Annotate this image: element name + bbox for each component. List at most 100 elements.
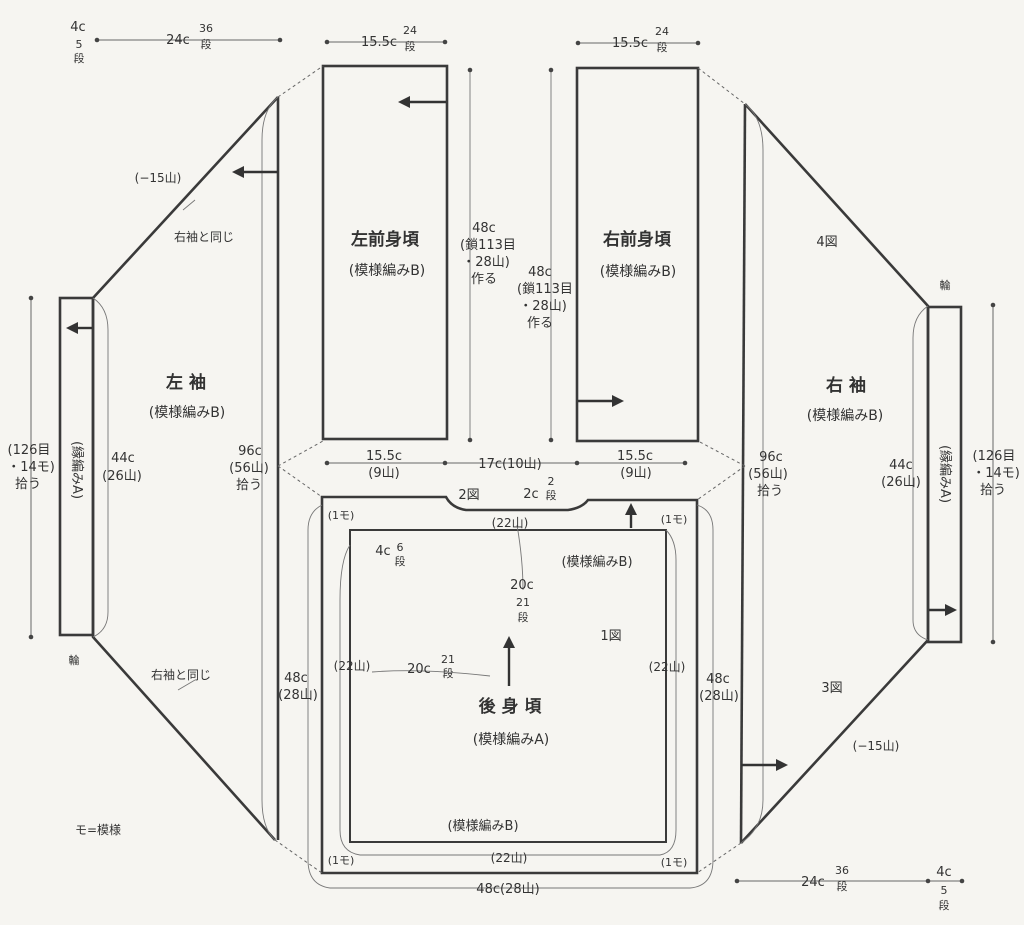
sleeve-right-2: (56山) — [748, 467, 788, 482]
top-155-right: 15.5c — [612, 36, 648, 51]
top-dan-a: 段 — [74, 51, 85, 65]
left-sleeve-title: 左 袖 — [166, 372, 206, 393]
inner-22-left: (22山) — [334, 659, 371, 673]
leader-left-bottom — [177, 679, 196, 691]
right-front-title: 右前身頃 — [603, 229, 672, 250]
pick-right-3: 拾う — [980, 483, 1006, 498]
pattern-b-bottom: (模様編みB) — [447, 818, 518, 834]
chain-note-b-1: 48c — [528, 265, 552, 280]
back-pattern: (模様編みA) — [473, 732, 550, 748]
join-dash-6 — [696, 842, 742, 874]
back-outer-guide — [307, 504, 714, 889]
top-5: 5 — [76, 38, 83, 51]
back-title: 後 身 頃 — [479, 696, 543, 717]
left-sleeve-guide — [261, 96, 279, 841]
corner-tl: (1モ) — [328, 509, 355, 522]
top-dan-b: 段 — [201, 37, 212, 51]
chain-note-a-3: ・28山) — [462, 255, 510, 270]
edge-a-right: (縁編みA) — [937, 445, 953, 503]
chain-note-b-4: 作る — [527, 316, 553, 331]
pick-right-1: (126目 — [973, 449, 1016, 464]
bot-4c: 4c — [936, 865, 951, 880]
bot-24c: 24c — [801, 875, 825, 890]
c2-dan: 段 — [546, 488, 557, 502]
center-gap: 17c(10山) — [478, 457, 541, 472]
right-front-panel — [575, 66, 700, 443]
join-dash-3 — [277, 440, 324, 498]
top-24-right: 24 — [655, 25, 669, 38]
fig1-label: 1図 — [600, 629, 621, 644]
edge-side-right-2: (26山) — [881, 475, 921, 490]
c4-label: 4c — [375, 544, 390, 559]
inner-22-top: (22山) — [492, 516, 529, 530]
ring-right: 輪 — [940, 278, 951, 292]
left-sleeve-pattern: (模様編みB) — [149, 405, 226, 421]
edge-side-right-1: 44c — [889, 458, 913, 473]
front-width-right-2: (9山) — [620, 466, 651, 481]
minus15-right: (−15山) — [853, 739, 900, 753]
fig2-label: 2図 — [458, 488, 479, 503]
sleeve-left-2: (56山) — [229, 461, 269, 476]
inner-22-bottom: (22山) — [491, 851, 528, 865]
left-front-title: 左前身頃 — [351, 229, 420, 250]
back-side-left-1: 48c — [284, 671, 308, 686]
mid-21-b: 21 — [441, 653, 455, 666]
corner-br: (1モ) — [661, 856, 688, 869]
right-cuff-guide — [912, 305, 929, 641]
right-sleeve-pattern: (模様編みB) — [807, 408, 884, 424]
minus15-left: (−15山) — [135, 171, 182, 185]
sleeve-right-1: 96c — [759, 450, 783, 465]
left-front-pattern: (模様編みB) — [349, 263, 426, 279]
mid-20c-b: 20c — [407, 662, 431, 677]
right-front-pattern: (模様編みB) — [600, 264, 677, 280]
front-width-left-2: (9山) — [368, 466, 399, 481]
pick-left-3: 拾う — [15, 477, 41, 492]
fig3-label: 3図 — [821, 681, 842, 696]
chain-note-b-2: (鎖113目 — [517, 281, 573, 297]
chain-note-a-2: (鎖113目 — [460, 237, 516, 253]
leader-left-top — [182, 199, 196, 211]
bot-dan-b: 段 — [939, 898, 950, 912]
back-panel — [320, 495, 699, 875]
same-as-right-top: 右袖と同じ — [174, 229, 234, 244]
mid-dan-b: 段 — [443, 666, 454, 680]
chain-note-b-3: ・28山) — [519, 299, 567, 314]
sleeve-left-3: 拾う — [236, 478, 262, 493]
bot-36: 36 — [835, 864, 849, 877]
mid-21-a: 21 — [516, 596, 530, 609]
ring-left: 輪 — [69, 653, 80, 667]
center-guide-1 — [516, 524, 524, 591]
pick-left-1: (126目 — [8, 443, 51, 458]
edge-side-left-1: 44c — [111, 451, 135, 466]
dimension-lines — [28, 37, 996, 884]
bot-5: 5 — [941, 884, 948, 897]
c4-dan: 段 — [395, 554, 406, 568]
pick-left-2: ・14モ) — [7, 460, 55, 475]
mid-20c-a: 20c — [510, 578, 534, 593]
c2-rows: 2 — [548, 475, 555, 488]
back-inner-guide — [339, 529, 677, 856]
top-dan-left: 段 — [405, 39, 416, 53]
fig4-label: 4図 — [816, 235, 837, 250]
chain-note-a-1: 48c — [472, 221, 496, 236]
c4-rows: 6 — [397, 541, 404, 554]
top-24-left: 24 — [403, 24, 417, 37]
left-front-panel — [321, 64, 449, 441]
right-sleeve-title: 右 袖 — [826, 375, 866, 396]
back-side-left-2: (28山) — [278, 688, 318, 703]
sleeve-left-1: 96c — [238, 444, 262, 459]
top-155-left: 15.5c — [361, 35, 397, 50]
top-dan-right: 段 — [657, 40, 668, 54]
left-cuff-guide — [92, 297, 109, 638]
direction-arrows — [66, 96, 957, 771]
right-cuff — [926, 305, 963, 644]
bot-dan-a: 段 — [837, 879, 848, 893]
back-bottom-dim: 48c(28山) — [476, 882, 539, 897]
front-width-right-1: 15.5c — [617, 449, 653, 464]
same-as-right-bottom: 右袖と同じ — [151, 667, 211, 682]
join-dash-1 — [277, 65, 324, 98]
top-36: 36 — [199, 22, 213, 35]
legend-text: モ=模様 — [75, 823, 121, 837]
